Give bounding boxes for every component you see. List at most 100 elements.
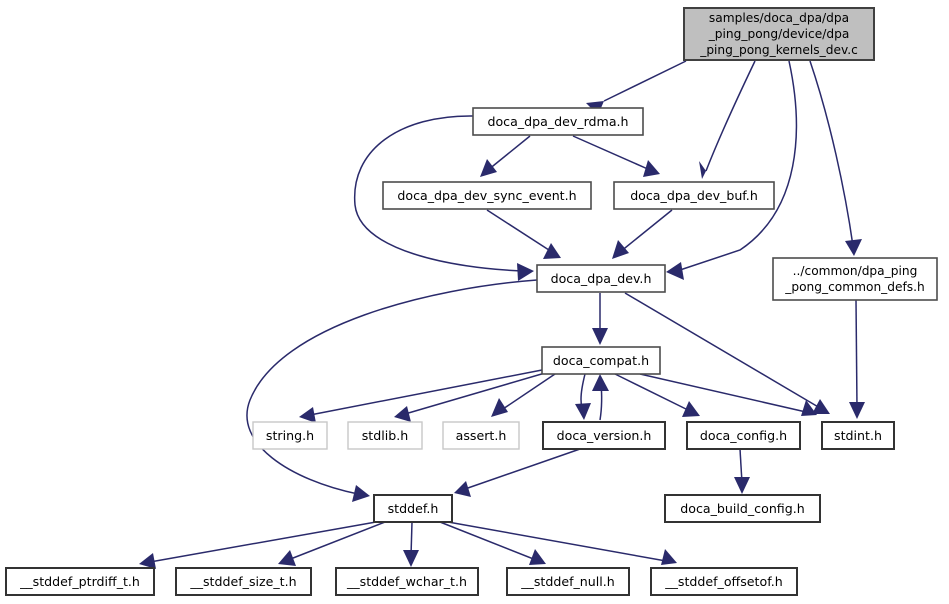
edge-stddef-to-offsetof [447,521,667,562]
arrowhead-compat-to-stdlib [394,406,411,422]
node-box-doca_build_config[interactable] [664,494,821,523]
edge-layer [139,60,865,569]
node-box-assert_h[interactable] [442,421,520,450]
graph-node-null_h[interactable]: __stddef_null.h [506,567,630,596]
node-box-compat[interactable] [541,346,661,375]
graph-node-assert_h[interactable]: assert.h [442,421,520,450]
edge-commondefs-to-stdint [855,299,858,409]
node-box-root[interactable] [683,7,875,61]
arrowhead-root-to-buf [699,161,706,179]
arrowhead-compat-to-docaconfig [682,401,700,417]
edge-dpadev-to-stddef [246,279,538,495]
edge-rdma-to-syncevent [487,135,531,171]
node-box-string_h[interactable] [252,421,328,450]
node-label-root: _ping_pong_kernels_dev.c [699,43,858,57]
graph-node-doca_build_config[interactable]: doca_build_config.h [664,494,821,523]
arrowhead-dpadev-to-compat [592,328,608,345]
graph-node-root[interactable]: samples/doca_dpa/dpa _ping_pong/device/dp… [683,7,875,61]
edge-root-to-commondefs [809,60,854,247]
arrowhead-compat-to-docaversion [575,403,591,420]
graph-node-doca_config[interactable]: doca_config.h [686,421,801,450]
node-label-buf: doca_dpa_dev_buf.h [630,188,758,203]
node-label-root: _ping_pong/device/dpa [708,27,850,41]
node-layer: samples/doca_dpa/dpa _ping_pong/device/dp… [5,7,938,596]
arrowhead-dpadev-to-stdint [812,399,830,414]
edge-compat-to-docaconfig [614,373,691,412]
node-box-size_t[interactable] [175,567,312,596]
node-box-common_defs[interactable] [772,257,938,301]
graph-node-stdlib_h[interactable]: stdlib.h [347,421,423,450]
edge-rdma-to-buf [572,135,651,171]
graph-node-wchar_t[interactable]: __stddef_wchar_t.h [335,567,479,596]
node-label-doca_build_config: doca_build_config.h [680,501,804,516]
node-box-buf[interactable] [613,181,775,210]
edge-root-to-dpadev [679,60,798,271]
node-label-root: samples/doca_dpa/dpa [709,11,849,25]
node-label-common_defs: ../common/dpa_ping [793,264,918,278]
arrowhead-docaconfig-to-docabuildconfig [734,477,750,494]
node-label-assert_h: assert.h [456,428,507,443]
node-box-wchar_t[interactable] [335,567,479,596]
node-box-doca_version[interactable] [542,421,666,450]
arrowhead-rdma-to-buf [643,160,660,177]
graph-node-common_defs[interactable]: ../common/dpa_ping _pong_common_defs.h [772,257,938,301]
graph-node-doca_version[interactable]: doca_version.h [542,421,666,450]
arrowhead-stddef-to-sizet [278,550,296,566]
edge-stddef-to-ptrdiff [149,521,377,563]
edge-docaversion-to-stddef [464,448,581,490]
edge-compat-to-stdint [639,373,807,413]
node-label-string_h: string.h [266,428,314,443]
graph-node-size_t[interactable]: __stddef_size_t.h [175,567,312,596]
node-box-stdint_h[interactable] [821,421,895,450]
arrowhead-stddef-to-null [529,549,546,565]
node-label-sync_event: doca_dpa_dev_sync_event.h [397,188,576,203]
arrowhead-buf-to-dpadev [612,240,629,259]
graph-node-stddef_h[interactable]: stddef.h [373,494,453,523]
arrowhead-docaversion-to-stddef [454,481,471,497]
node-label-ptrdiff: __stddef_ptrdiff_t.h [19,574,140,589]
node-box-ptrdiff[interactable] [5,567,155,596]
node-box-stddef_h[interactable] [373,494,453,523]
graph-node-ptrdiff[interactable]: __stddef_ptrdiff_t.h [5,567,155,596]
arrowhead-stddef-to-ptrdiff [139,553,156,569]
graph-node-rdma[interactable]: doca_dpa_dev_rdma.h [472,107,644,136]
node-label-null_h: __stddef_null.h [520,574,615,589]
node-label-common_defs: _pong_common_defs.h [784,280,925,294]
edge-rdma-to-dpadev [354,115,523,272]
node-label-offsetof: __stddef_offsetof.h [664,574,782,589]
edge-root-to-buf [705,60,756,172]
edge-compat-to-assert [499,373,556,412]
arrowhead-syncevent-to-dpadev [543,243,561,259]
graph-node-compat[interactable]: doca_compat.h [541,346,661,375]
node-box-doca_config[interactable] [686,421,801,450]
node-label-stddef_h: stddef.h [388,501,439,516]
arrowhead-rdma-to-syncevent [480,159,497,177]
node-box-offsetof[interactable] [650,567,798,596]
arrowhead-compat-to-string [299,407,316,423]
node-box-null_h[interactable] [506,567,630,596]
arrowhead-root-to-commondefs [845,239,862,256]
graph-node-offsetof[interactable]: __stddef_offsetof.h [650,567,798,596]
graph-node-dpa_dev[interactable]: doca_dpa_dev.h [536,264,666,293]
node-label-stdlib_h: stdlib.h [362,428,408,443]
arrowhead-root-to-dpadev [666,262,684,280]
graph-node-buf[interactable]: doca_dpa_dev_buf.h [613,181,775,210]
arrowhead-compat-to-stdint [801,400,817,416]
node-box-sync_event[interactable] [382,181,592,210]
edge-compat-to-stdlib [404,372,546,415]
graph-node-sync_event[interactable]: doca_dpa_dev_sync_event.h [382,181,592,210]
graph-node-string_h[interactable]: string.h [252,421,328,450]
node-label-wchar_t: __stddef_wchar_t.h [346,574,467,589]
arrowhead-docaversion-to-compat [592,374,609,391]
arrowhead-stddef-to-wchart [403,550,419,567]
node-box-rdma[interactable] [472,107,644,136]
node-box-dpa_dev[interactable] [536,264,666,293]
node-label-compat: doca_compat.h [553,353,649,368]
node-box-stdlib_h[interactable] [347,421,423,450]
edge-root-to-rdma [603,60,687,102]
edge-syncevent-to-dpadev [486,209,553,253]
node-label-size_t: __stddef_size_t.h [189,574,296,589]
graph-node-stdint_h[interactable]: stdint.h [821,421,895,450]
